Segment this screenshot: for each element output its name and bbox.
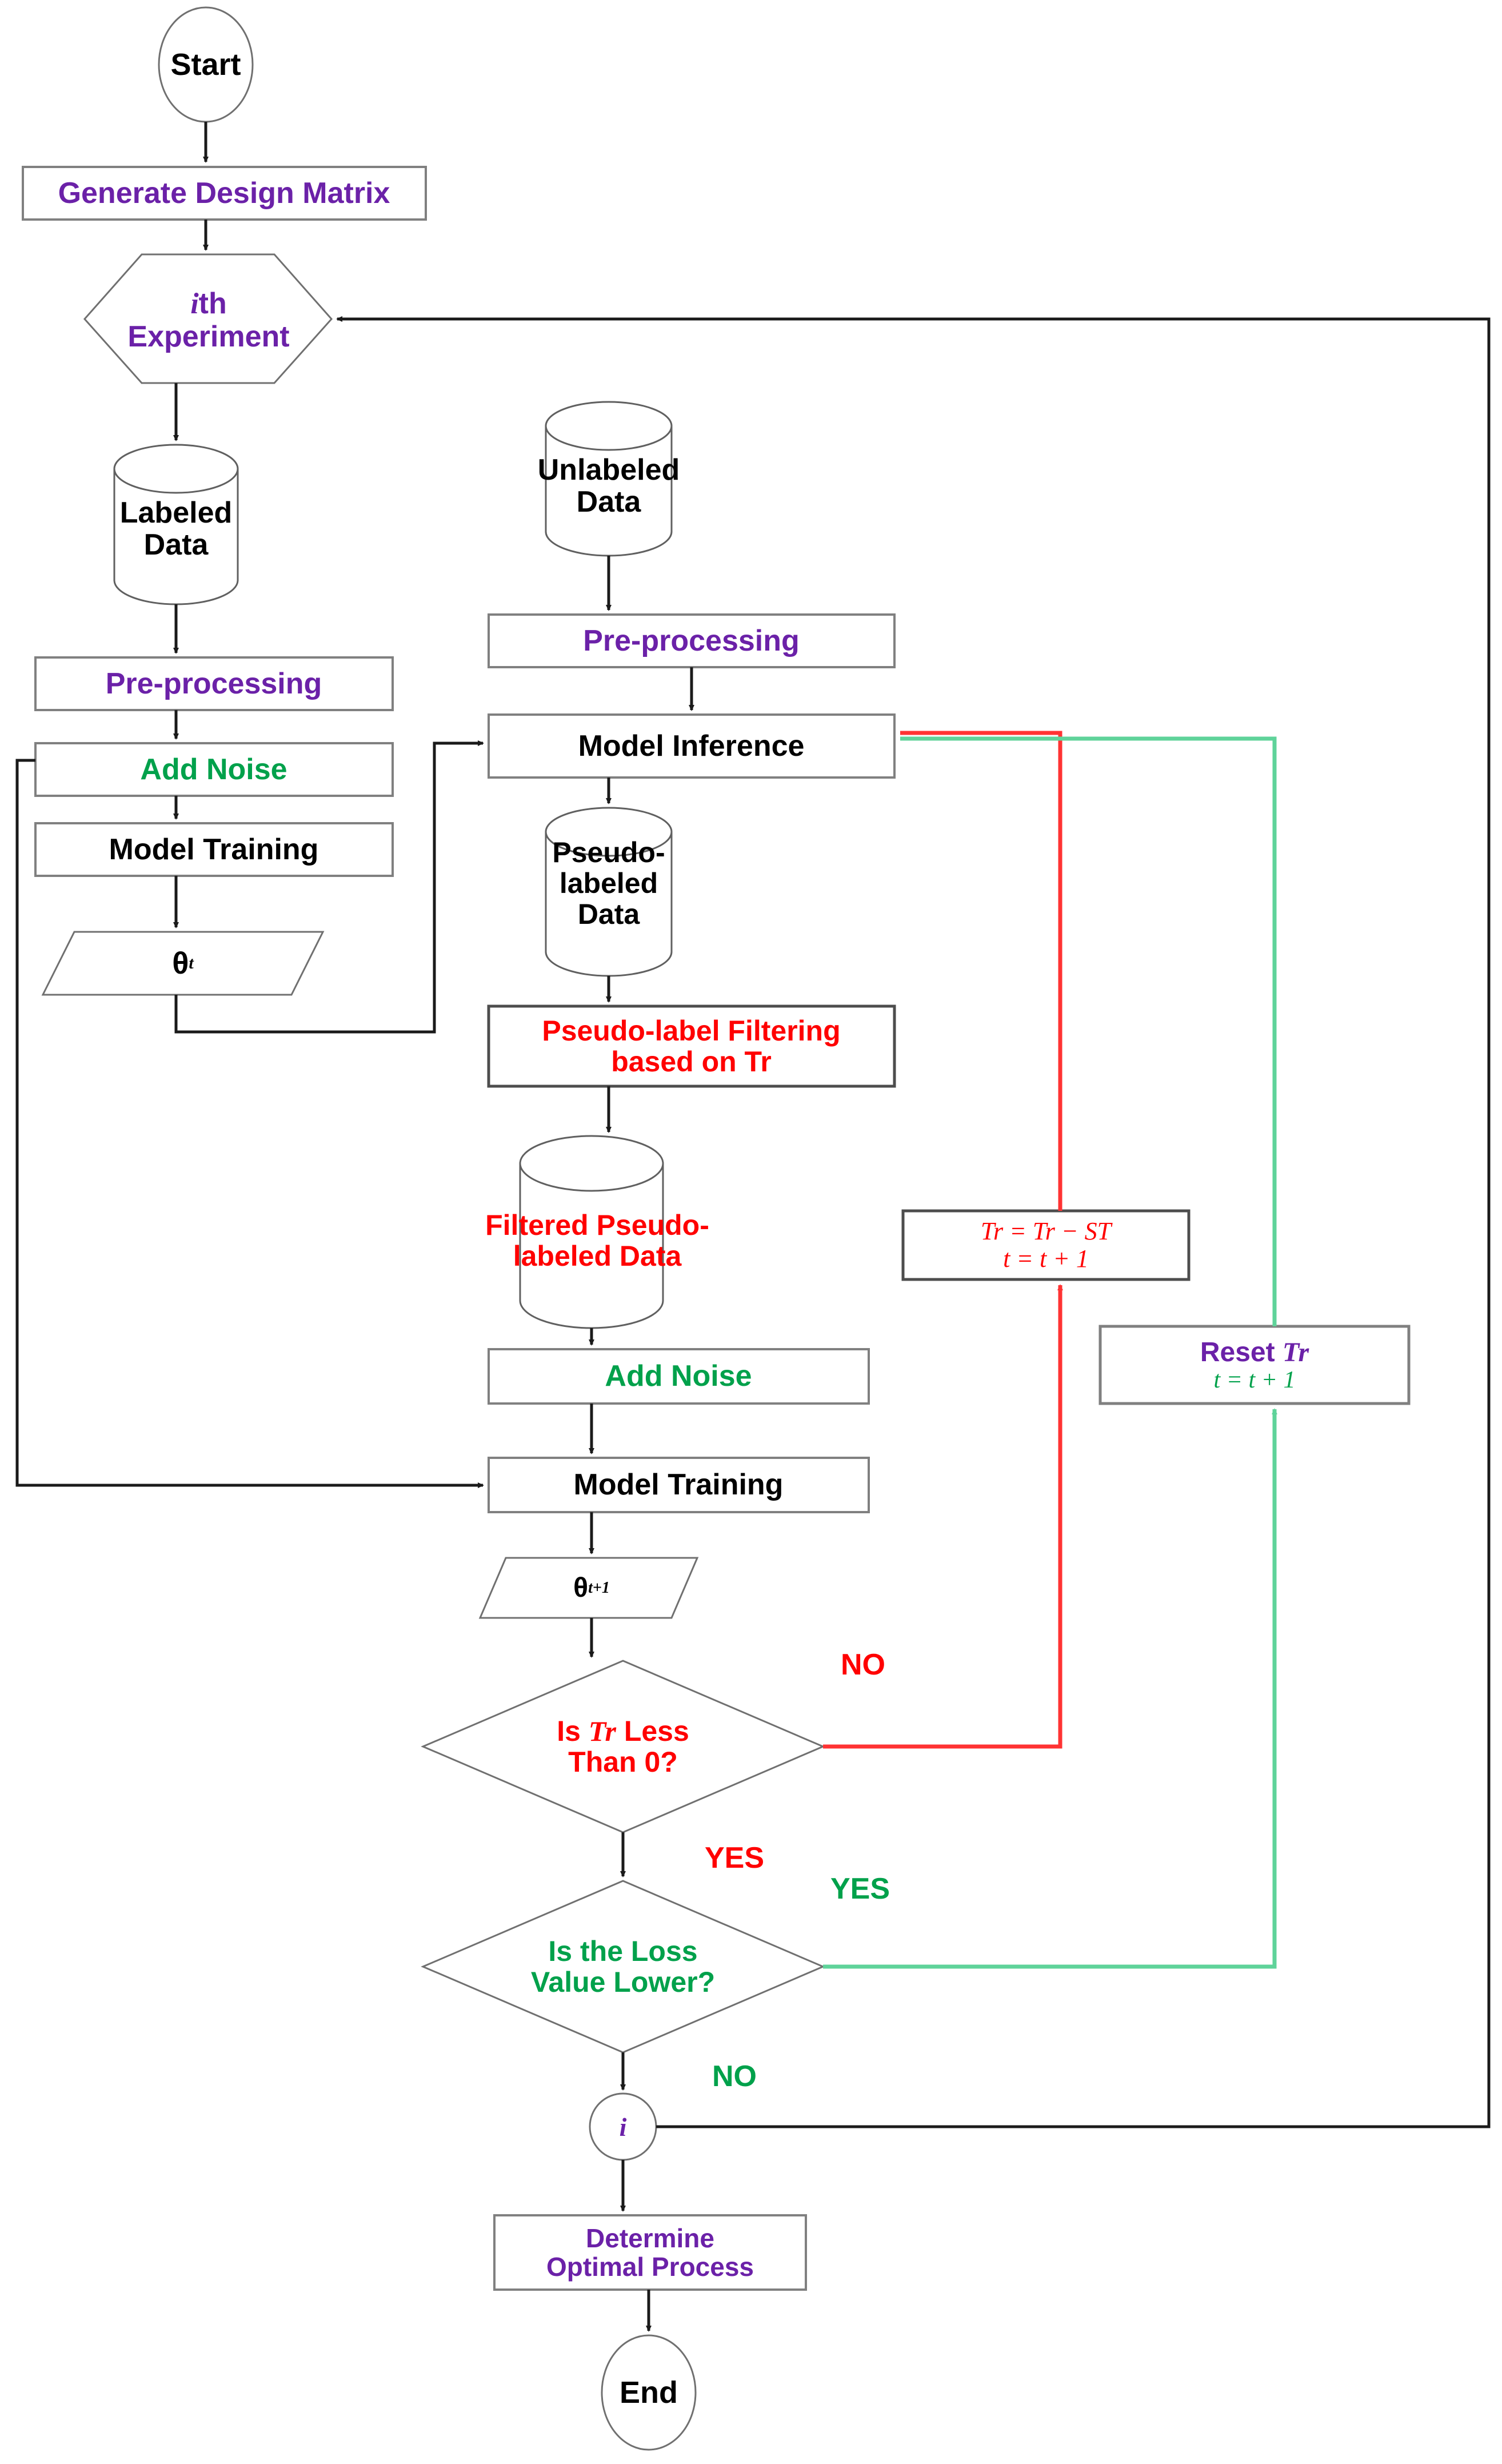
edge-left-feedback-loop [15,759,484,1488]
add-noise-left-shape [34,742,394,797]
decision-tr-shape [421,1660,825,1833]
end-terminator-shape [601,2334,697,2451]
pseudo-label-filtering-shape [487,1004,896,1088]
ith-experiment-shape [83,253,333,384]
preprocessing-mid-shape [488,613,896,668]
model-inference-shape [488,713,896,779]
theta-t1-shape [478,1557,699,1619]
edge-no-tr-to-update [823,1284,1063,1749]
theta-t-shape [41,931,325,996]
tr-update-shape [901,1209,1191,1281]
decision-loss-shape [421,1880,825,2054]
edge-outer-loop-to-experiment [336,316,1491,2128]
add-noise-mid-shape [488,1348,870,1405]
connector-i-shape [589,2092,657,2161]
edge-theta-to-model-inference [174,740,484,1034]
edge-tr-update-to-inference [900,731,1062,1211]
reset-tr-shape [1098,1325,1411,1405]
edge-reset-tr-to-inference [900,736,1277,1326]
model-training-mid-shape [488,1457,870,1513]
determine-optimal-process-shape [493,2214,807,2291]
filtered-pseudo-labeled-data-shape [519,1163,664,1329]
model-training-left-shape [34,822,394,877]
preprocessing-left-shape [34,656,394,711]
generate-design-matrix-shape [22,166,427,221]
edge-yes-loss-to-reset [823,1408,1277,1969]
start-terminator-shape [158,6,254,123]
